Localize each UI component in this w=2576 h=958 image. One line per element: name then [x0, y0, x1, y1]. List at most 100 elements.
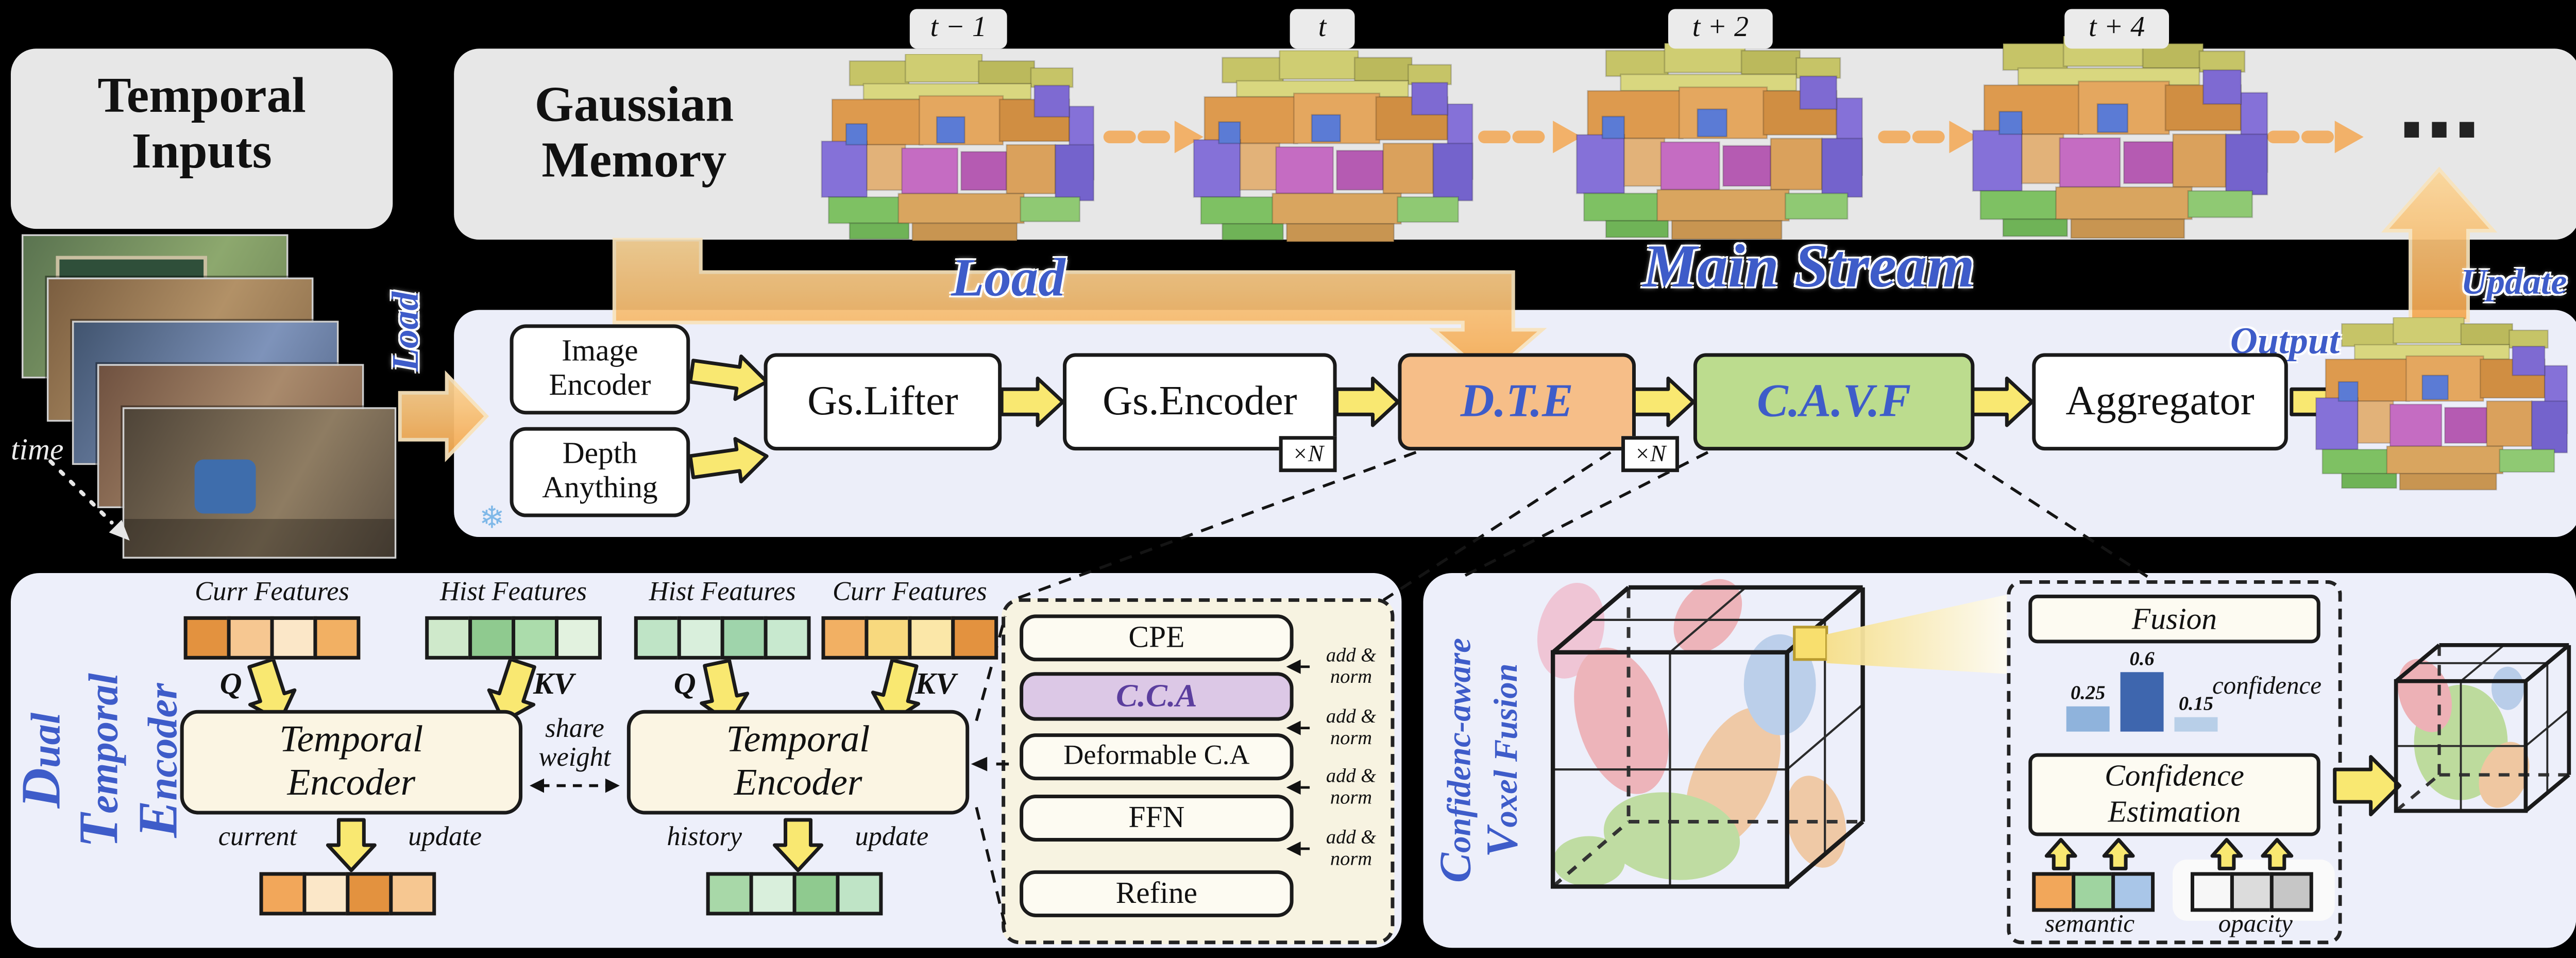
temporal-encoder-box: Temporal Encoder — [626, 710, 970, 815]
feature-cell — [512, 616, 558, 660]
depth-anything-box: Depth Anything — [510, 427, 690, 517]
key-value-label: KV — [533, 666, 574, 701]
timestamp-tag: t + 4 — [2064, 9, 2170, 49]
main-stream-label: Main Stream — [1642, 234, 1975, 301]
confidence-bar-rect — [2066, 707, 2110, 732]
feature-cell — [389, 872, 436, 916]
deformable-ca-layer: Deformable C.A — [1020, 733, 1294, 781]
feature-cell — [836, 872, 883, 916]
confidence-estimation-box: Confidence Estimation — [2028, 753, 2320, 836]
semantic-label: semantic — [2045, 912, 2135, 939]
input-frame-photo — [122, 407, 397, 559]
curr-feature-cells — [183, 616, 361, 660]
feature-cell — [821, 616, 869, 660]
confidence-bar-rect — [2120, 672, 2164, 732]
feature-cell — [270, 616, 317, 660]
updated-current-cells — [259, 872, 436, 916]
feature-cell — [764, 616, 811, 660]
temporal-encoder-box: Temporal Encoder — [180, 710, 523, 815]
feature-cell — [2230, 872, 2274, 912]
confidence-bar: 0.25 — [2064, 683, 2111, 732]
query-label: Q — [219, 666, 242, 701]
feature-cell — [792, 872, 840, 916]
semantic-cells — [2032, 872, 2155, 912]
memory-frame-t-1 — [815, 54, 1112, 272]
input-load-label: Load — [383, 291, 426, 372]
key-value-label: KV — [915, 666, 956, 701]
confidence-bar: 0.6 — [2119, 648, 2165, 732]
confidence-label: confidence — [2212, 674, 2321, 701]
memory-frame-t — [1185, 51, 1492, 274]
repeat-n-badge: ×N — [1279, 436, 1337, 473]
feature-cell — [951, 616, 998, 660]
confidence-bar-rect — [2174, 716, 2218, 732]
feature-cell — [749, 872, 796, 916]
add-norm-label: add & norm — [1326, 766, 1377, 810]
image-encoder-box: Image Encoder — [510, 324, 690, 415]
update-out-label: update — [855, 823, 929, 852]
add-norm-label: add & norm — [1326, 827, 1377, 871]
feature-cell — [346, 872, 393, 916]
ffn-layer: FFN — [1020, 795, 1294, 842]
add-norm-label: add & norm — [1326, 645, 1377, 689]
feature-cell — [2032, 872, 2076, 912]
confidence-value: 0.25 — [2071, 683, 2106, 705]
refine-layer: Refine — [1020, 870, 1294, 917]
floor — [124, 518, 395, 557]
feature-cell — [706, 872, 753, 916]
curr-feature-cells — [821, 616, 998, 660]
timestamp-tag: t − 1 — [909, 9, 1007, 49]
confidence-value: 0.6 — [2129, 648, 2155, 670]
feature-cell — [2111, 872, 2155, 912]
feature-cell — [865, 616, 912, 660]
cavf-panel-title: Confidenc-aware Voxel Fusion — [1432, 638, 1528, 883]
gaussian-memory-title: Gaussian Memory — [534, 77, 734, 190]
query-label: Q — [673, 666, 696, 701]
feature-cell — [227, 616, 274, 660]
timestamp-tag: t — [1290, 9, 1355, 49]
aggregator-box: Aggregator — [2032, 353, 2288, 451]
feature-cell — [425, 616, 472, 660]
history-label: history — [667, 823, 742, 852]
frozen-icon: ❄ — [479, 501, 505, 537]
share-weight-label: share weight — [538, 715, 611, 773]
time-label: time — [10, 432, 64, 467]
update-label: Update — [2461, 263, 2567, 303]
load-label: Load — [951, 248, 1065, 308]
temporal-inputs-title: Temporal Inputs — [97, 68, 306, 181]
memory-ellipsis: ⋯ — [2398, 85, 2481, 177]
opacity-label: opacity — [2218, 912, 2293, 939]
hist-feature-cells — [634, 616, 811, 660]
temporal-inputs-panel — [10, 48, 393, 229]
feature-group-label: Hist Features — [440, 578, 587, 608]
feature-cell — [2072, 872, 2115, 912]
cavf-box: C.A.V.F — [1693, 353, 1975, 451]
update-out-label: update — [408, 823, 482, 852]
add-norm-label: add & norm — [1326, 706, 1377, 750]
opacity-cells — [2190, 872, 2313, 912]
cpe-layer: CPE — [1020, 614, 1294, 662]
confidence-bar-chart: 0.25 0.6 0.15 — [2064, 638, 2219, 732]
feature-cell — [634, 616, 681, 660]
chair — [194, 459, 256, 514]
output-voxel-scene — [2310, 299, 2576, 537]
dte-box: D.T.E — [1398, 353, 1636, 451]
cavf-detail-panel — [1423, 573, 2576, 948]
confidence-value: 0.15 — [2178, 693, 2214, 715]
feature-cell — [908, 616, 955, 660]
updated-history-cells — [706, 872, 883, 916]
gs-lifter-box: Gs.Lifter — [764, 353, 1002, 451]
feature-cell — [302, 872, 350, 916]
feature-cell — [677, 616, 724, 660]
dte-panel-title: Dual Temporal Encoder — [9, 673, 189, 848]
hist-feature-cells — [425, 616, 602, 660]
confidence-bar: 0.15 — [2173, 693, 2219, 732]
feature-cell — [2190, 872, 2234, 912]
feature-cell — [259, 872, 307, 916]
feature-cell — [720, 616, 768, 660]
feature-group-label: Hist Features — [649, 578, 796, 608]
feature-cell — [468, 616, 516, 660]
feature-cell — [2269, 872, 2313, 912]
feature-cell — [183, 616, 231, 660]
